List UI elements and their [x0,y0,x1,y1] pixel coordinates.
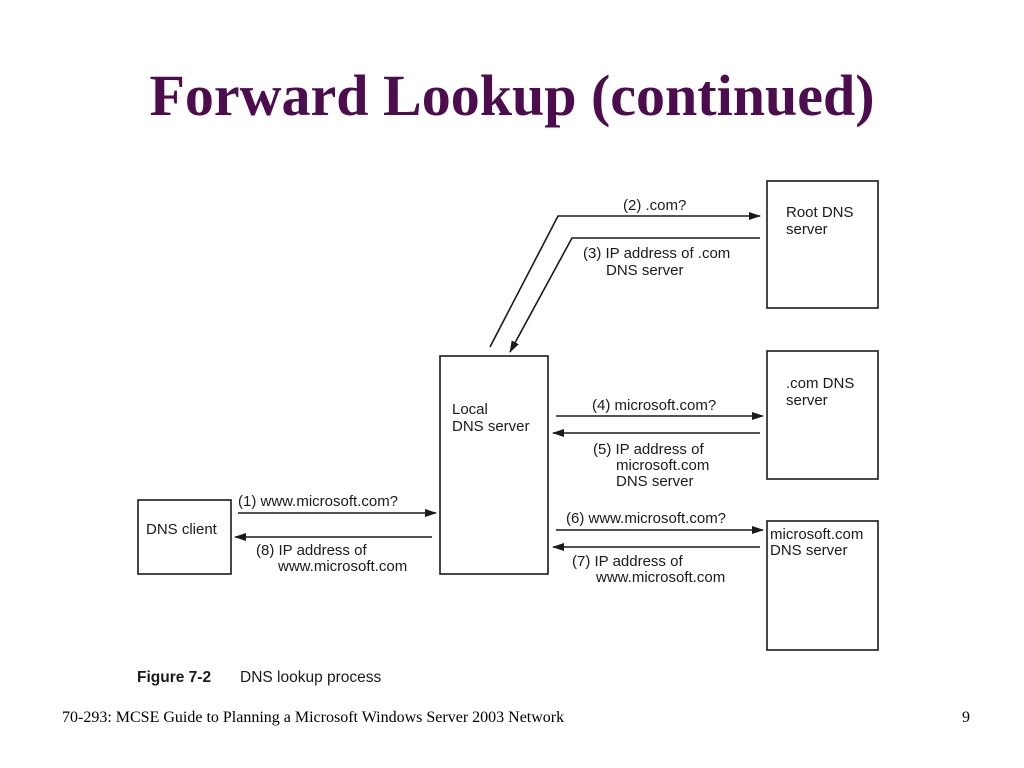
com-dns-server-box [766,350,879,480]
step-4-label: (4) microsoft.com? [592,397,716,414]
step-8-label: (8) IP address of www.microsoft.com [256,542,407,575]
step-5-label: (5) IP address of microsoft.com DNS serv… [593,441,714,490]
dns-client-label: DNS client [146,521,218,538]
slide-footer: 70-293: MCSE Guide to Planning a Microso… [62,709,565,726]
step-3-arrow [509,237,760,353]
root-dns-server-label: Root DNS server [786,204,858,238]
slide-title: Forward Lookup (continued) [149,63,875,128]
local-dns-server-label: Local DNS server [452,401,530,435]
root-dns-server-box [766,180,879,309]
local-dns-server-box [439,355,549,575]
step-2-label: (2) .com? [623,197,686,214]
dns-client-box [137,499,232,575]
step-2-arrow [489,212,761,348]
page-number: 9 [962,709,970,726]
microsoft-dns-server-box [766,520,879,651]
com-dns-server-label: .com DNS server [786,375,859,409]
step-1-label: (1) www.microsoft.com? [238,493,398,510]
microsoft-dns-server-label: microsoft.com DNS server [770,526,868,559]
figure-caption-text: DNS lookup process [240,669,382,686]
figure-caption-label: Figure 7-2 [137,669,211,686]
step-6-label: (6) www.microsoft.com? [566,510,726,527]
step-7-label: (7) IP address of www.microsoft.com [572,553,725,586]
step-3-label: (3) IP address of .com DNS server [583,245,734,279]
